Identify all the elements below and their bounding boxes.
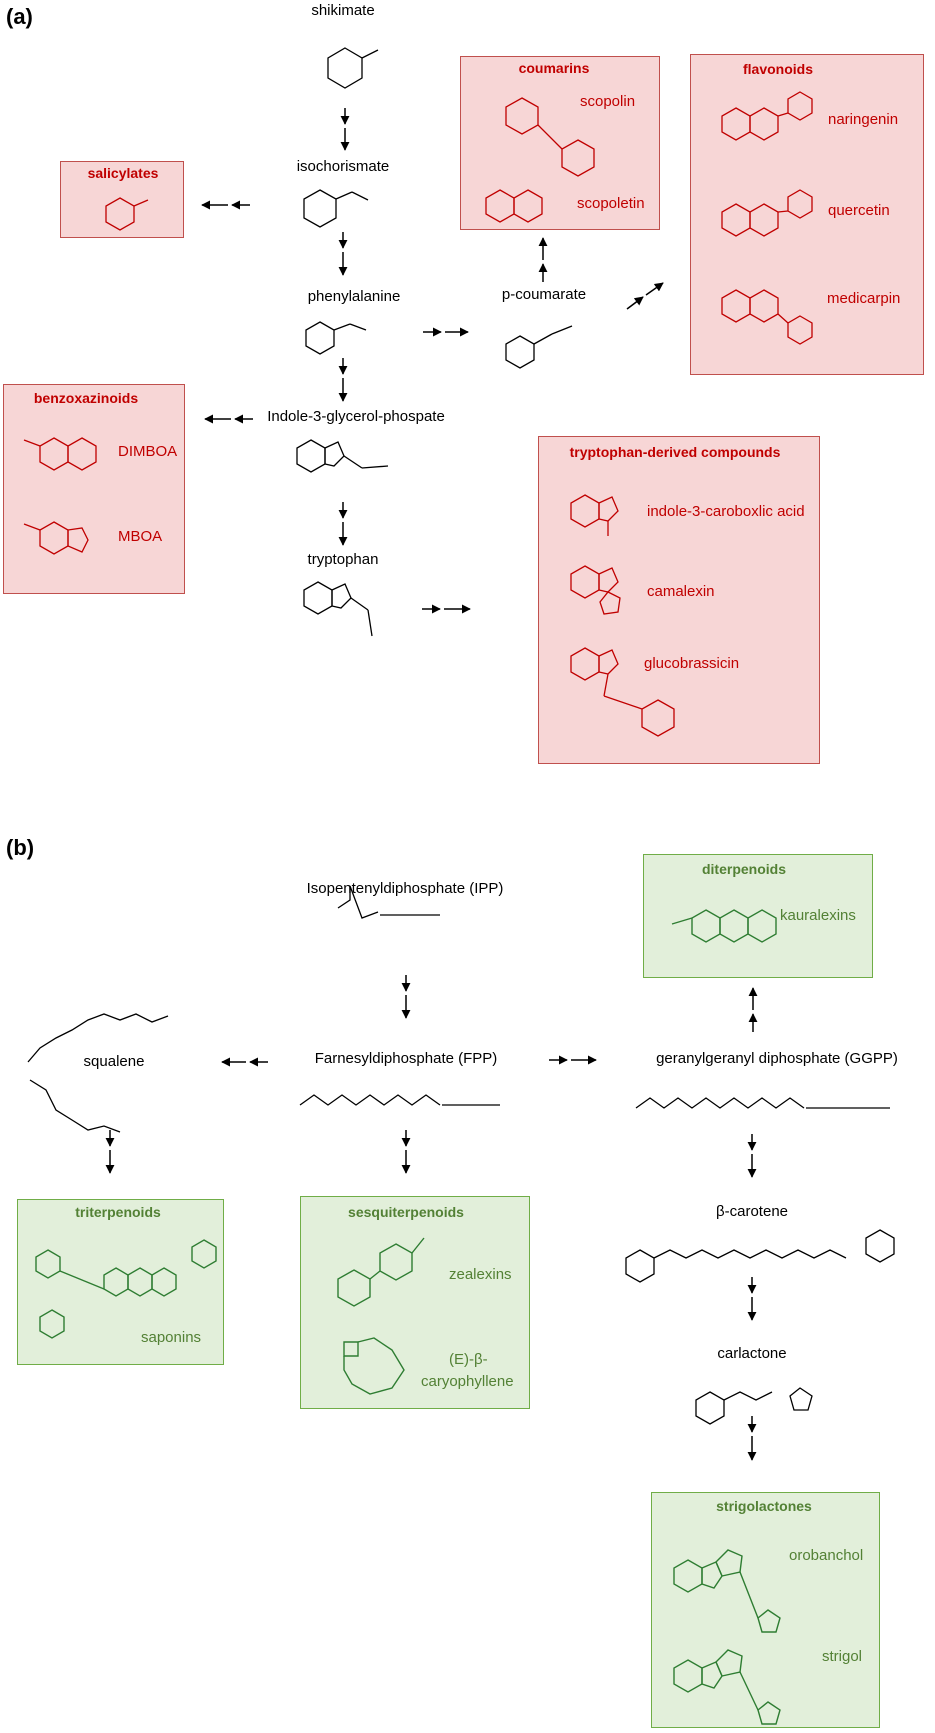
compound-strigol: strigol [822, 1648, 863, 1665]
triterpenoids-box: triterpenoids saponins [17, 1199, 224, 1365]
node-carlactone: carlactone [717, 1345, 787, 1362]
compound-quercetin: quercetin [828, 202, 890, 219]
node-p-coumarate: p-coumarate [501, 286, 587, 303]
compound-saponins: saponins [141, 1329, 202, 1346]
node-indole-3-glycerol-phosphate: Indole-3-glycerol-phospate [267, 408, 445, 425]
node-isochorismate: isochorismate [296, 158, 390, 175]
structure-fpp-icon [299, 1094, 500, 1106]
node-phenylalanine: phenylalanine [307, 288, 401, 305]
structure-carlactone-icon [695, 1387, 813, 1425]
triterpenoids-title: triterpenoids [75, 1204, 161, 1220]
benzoxazinoids-title: benzoxazinoids [33, 390, 139, 406]
compound-glucobrassicin: glucobrassicin [644, 655, 740, 672]
compound-scopolin: scopolin [580, 93, 636, 110]
compound-e-beta-prefix: (E)-β- [449, 1351, 488, 1368]
tryptophan-derived-title: tryptophan-derived compounds [569, 444, 781, 460]
tryptophan-derived-box: tryptophan-derived compounds indole-3-ca… [538, 436, 820, 764]
panel-b-label: (b) [6, 835, 35, 860]
compound-naringenin: naringenin [828, 111, 899, 128]
node-squalene: squalene [83, 1053, 145, 1070]
structure-isochorismate-icon [303, 189, 369, 228]
node-shikimate: shikimate [311, 2, 375, 19]
flavonoids-box: flavonoids naringenin quercetin medicarp… [690, 54, 924, 375]
diterpenoids-title: diterpenoids [701, 861, 787, 877]
structure-shikimate-icon [327, 47, 379, 89]
structure-beta-carotene-icon [625, 1229, 895, 1283]
compound-caryophyllene: caryophyllene [421, 1373, 514, 1390]
node-ipp: Isopentenyldiphosphate (IPP) [306, 880, 504, 897]
compound-orobanchol: orobanchol [789, 1547, 864, 1564]
salicylates-title: salicylates [87, 165, 159, 181]
compound-indole-3-carboxylic-acid: indole-3-caroboxlic acid [647, 503, 805, 520]
compound-scopoletin: scopoletin [577, 195, 645, 212]
compound-mboa: MBOA [118, 528, 163, 545]
compound-dimboa: DIMBOA [118, 443, 178, 460]
strigolactones-title: strigolactones [716, 1498, 812, 1514]
flavonoids-title: flavonoids [742, 61, 814, 77]
benzoxazinoids-box: benzoxazinoids DIMBOA MBOA [3, 384, 185, 594]
structure-phenylalanine-icon [305, 321, 367, 355]
diterpenoids-box: diterpenoids kauralexins [643, 854, 873, 978]
structure-tryptophan-icon [303, 581, 373, 637]
compound-kauralexins: kauralexins [780, 907, 856, 924]
node-tryptophan: tryptophan [307, 551, 379, 568]
coumarins-box: coumarins scopolin scopoletin [460, 56, 660, 230]
strigolactones-box: strigolactones orobanchol strigol [651, 1492, 880, 1728]
node-ggpp: geranylgeranyl diphosphate (GGPP) [656, 1050, 898, 1067]
panel-a-label: (a) [6, 4, 33, 29]
compound-medicarpin: medicarpin [827, 290, 901, 307]
node-beta-carotene: β-carotene [716, 1203, 788, 1220]
compound-zealexins: zealexins [449, 1266, 512, 1283]
structure-p-coumarate-icon [505, 325, 573, 369]
coumarins-title: coumarins [518, 60, 590, 76]
node-fpp: Farnesyldiphosphate (FPP) [314, 1050, 498, 1067]
structure-ggpp-icon [635, 1097, 890, 1109]
salicylates-box: salicylates [60, 161, 184, 238]
compound-camalexin: camalexin [647, 583, 715, 600]
structure-squalene-icon [27, 1013, 169, 1133]
sesquiterpenoids-box: sesquiterpenoids zealexins (E)-β- caryop… [300, 1196, 530, 1409]
sesquiterpenoids-title: sesquiterpenoids [348, 1204, 464, 1220]
structure-igp-icon [296, 439, 389, 473]
